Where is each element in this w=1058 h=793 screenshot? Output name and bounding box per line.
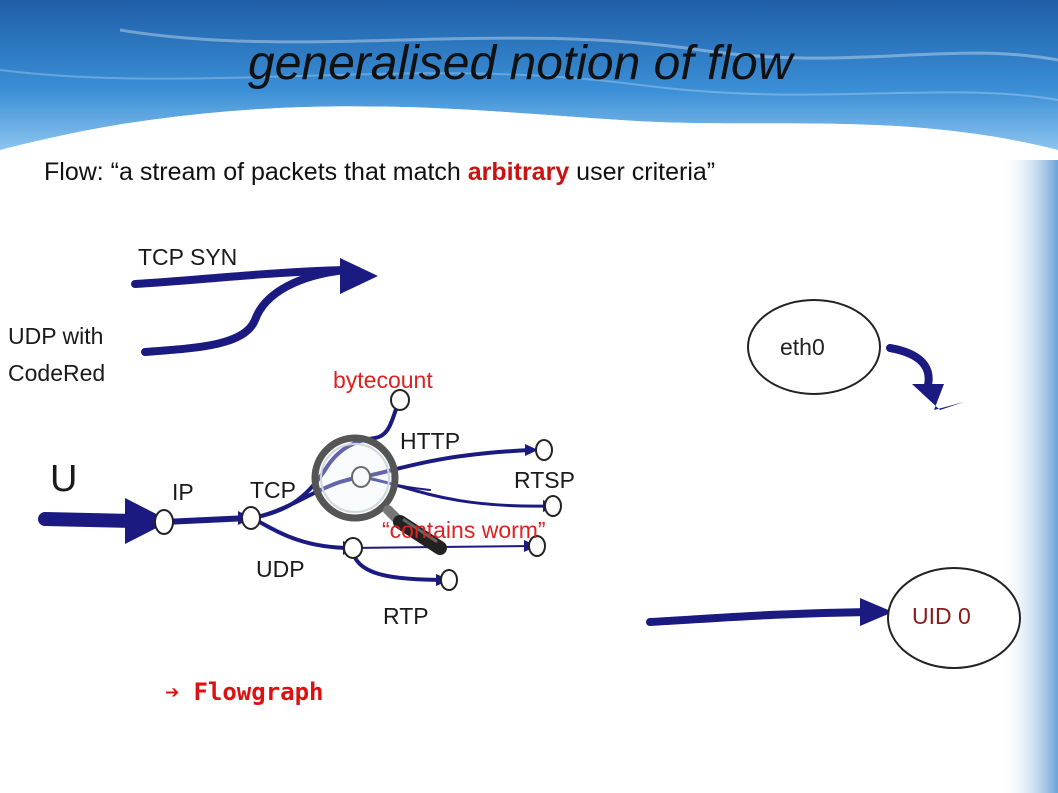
label-uid0: UID 0 bbox=[912, 603, 971, 629]
ip-node bbox=[154, 509, 174, 535]
label-tcp: TCP bbox=[250, 477, 296, 503]
rtp-end-node bbox=[440, 569, 458, 591]
magnifier-icon bbox=[311, 434, 447, 555]
subtitle-prefix: Flow: “a stream of packets that match bbox=[44, 158, 468, 186]
rtsp-end-node bbox=[544, 495, 562, 517]
label-ip: IP bbox=[172, 479, 194, 505]
tcp-node bbox=[241, 506, 261, 530]
u-flow-arrowhead bbox=[125, 498, 170, 544]
slide-title: generalised notion of flow bbox=[248, 37, 793, 90]
label-udp-with: UDP with bbox=[8, 323, 104, 349]
ip-to-tcp-flow bbox=[161, 515, 252, 525]
uid0-node bbox=[887, 567, 1021, 669]
http-flow bbox=[360, 448, 532, 479]
eth0-flow bbox=[886, 344, 933, 389]
label-eth0: eth0 bbox=[780, 334, 825, 360]
u-flow bbox=[38, 512, 142, 528]
label-codered: CodeRed bbox=[8, 360, 106, 386]
flowgraph-label: Flowgraph bbox=[193, 678, 324, 706]
http-arrowhead bbox=[525, 444, 538, 456]
tcp-to-udp-flow bbox=[250, 516, 354, 550]
worm-end-node bbox=[528, 535, 546, 557]
subtitle-highlight: arbitrary bbox=[467, 158, 570, 186]
tcp-syn-arrowhead bbox=[340, 258, 378, 294]
udp-node bbox=[343, 537, 363, 559]
slide-subtitle: Flow: “a stream of packets that match ar… bbox=[44, 158, 715, 187]
bytecount-node bbox=[390, 389, 410, 411]
label-udp: UDP bbox=[256, 556, 305, 582]
uid0-arrowhead bbox=[860, 598, 893, 626]
http-node bbox=[351, 466, 371, 488]
eth0-arrowhead bbox=[912, 384, 964, 410]
udp-codered-flow bbox=[141, 266, 349, 356]
uid0-flow bbox=[646, 608, 874, 626]
label-contains-worm: “contains worm” bbox=[382, 517, 546, 543]
label-u: U bbox=[50, 458, 78, 500]
http-end-node bbox=[535, 439, 553, 461]
label-tcp-syn: TCP SYN bbox=[138, 244, 238, 270]
udp-to-rtp-flow bbox=[350, 546, 450, 582]
flowgraph-caption: ➔ Flowgraph bbox=[165, 678, 324, 706]
label-rtsp: RTSP bbox=[514, 467, 575, 493]
label-rtp: RTP bbox=[383, 603, 429, 629]
arrow-right-icon: ➔ bbox=[165, 678, 180, 706]
label-http: HTTP bbox=[400, 428, 461, 454]
label-bytecount: bytecount bbox=[333, 367, 433, 393]
eth0-node bbox=[747, 299, 881, 395]
subtitle-suffix: user criteria” bbox=[569, 158, 716, 186]
